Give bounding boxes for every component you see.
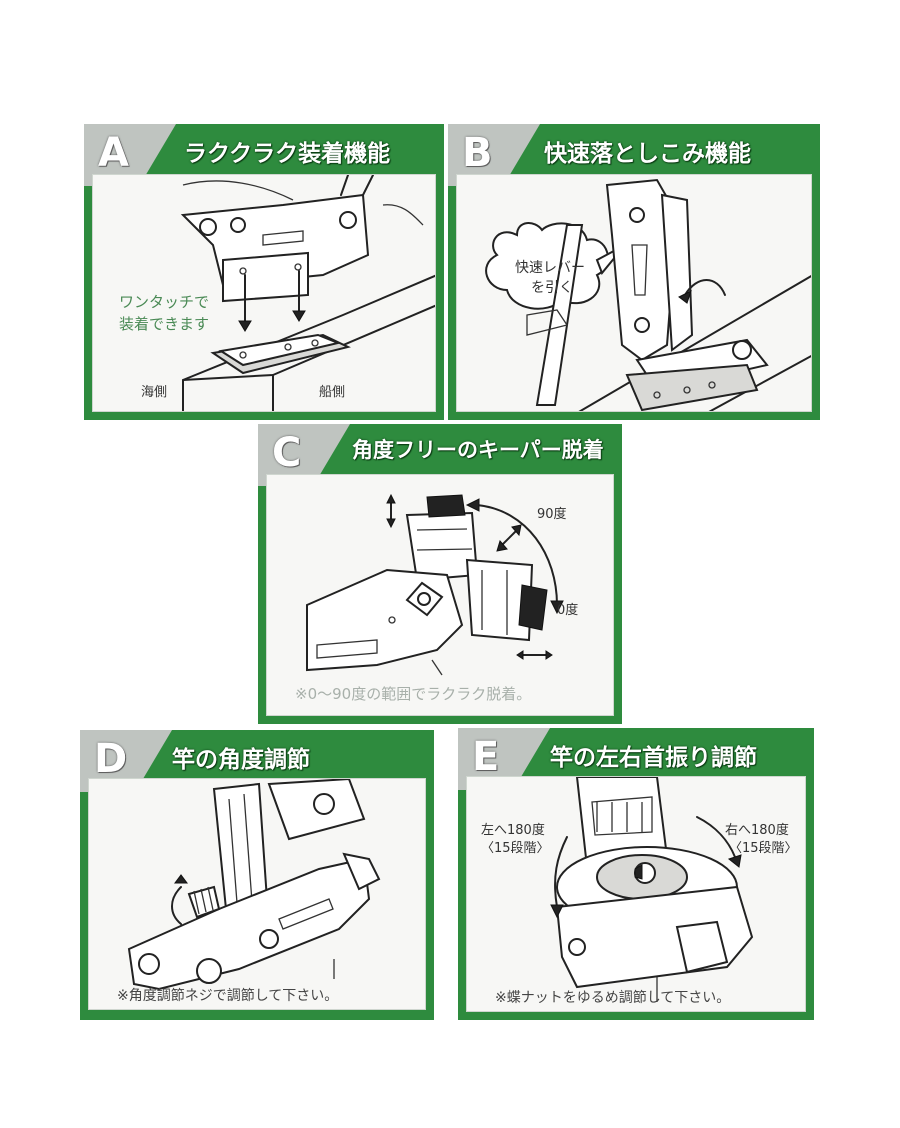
panel-c-title: 角度フリーのキーパー脱着 [352, 438, 604, 462]
panel-e-right-line1: 右へ180度 [725, 823, 789, 838]
panel-a: A ラククラク装着機能 ワンタッチで [84, 124, 444, 420]
panel-e-illustration-area: 左へ180度 〈15段階〉 右へ180度 〈15段階〉 ※蝶ナットをゆるめ調節し… [466, 776, 806, 1012]
panel-e-letter: E [472, 734, 500, 780]
panel-c-label-90: 90度 [537, 507, 567, 522]
panel-a-label-sea: 海側 [141, 385, 168, 400]
panel-b-bubble-line1: 快速レバー [515, 260, 585, 276]
panel-d-note: ※角度調節ネジで調節して下さい。 [117, 988, 339, 1004]
panel-d: D 竿の角度調節 ※角度調節ネジで調節して下さい。 [80, 730, 434, 1020]
panel-d-title: 竿の角度調節 [172, 747, 310, 773]
panel-d-angle-illustration [127, 779, 381, 991]
panel-a-caption-line2: 装着できます [119, 315, 210, 333]
panel-a-title: ラククラク装着機能 [184, 141, 391, 167]
panel-e: E 竿の左右首振り調節 左へ180度 〈15段階〉 右へ180度 [458, 728, 814, 1020]
panel-a-letter: A [98, 130, 129, 176]
panel-e-right-line2: 〈15段階〉 [729, 841, 798, 856]
panel-b-letter: B [462, 130, 493, 176]
panel-d-letter: D [94, 736, 128, 782]
panel-d-illustration-area: ※角度調節ネジで調節して下さい。 [88, 778, 426, 1010]
panel-c-label-0: 0度 [557, 603, 579, 618]
panel-e-left-line2: 〈15段階〉 [481, 841, 550, 856]
panel-b-bubble-line2: を引く [531, 280, 573, 296]
panel-b-holder-illustration [485, 178, 811, 411]
panel-e-left-line1: 左へ180度 [481, 823, 545, 838]
panel-a-illustration-area: ワンタッチで 装着できます 海側 船側 [92, 174, 436, 412]
panel-c-keeper-illustration [306, 493, 564, 676]
panel-b-title: 快速落としこみ機能 [544, 141, 751, 167]
panel-c: C 角度フリーのキーパー脱着 90度 [258, 424, 622, 724]
panel-e-title: 竿の左右首振り調節 [550, 745, 757, 771]
panel-b: B 快速落としこみ機能 快速レバー を引く [448, 124, 820, 420]
panel-e-note: ※蝶ナットをゆるめ調節して下さい。 [495, 990, 731, 1006]
panel-e-swivel-illustration [550, 777, 754, 1002]
panel-b-illustration-area: 快速レバー を引く [456, 174, 812, 412]
panel-c-letter: C [272, 430, 302, 476]
panel-c-illustration-area: 90度 0度 ※0～90度の範囲でラクラク脱着。 [266, 474, 614, 716]
panel-a-label-ship: 船側 [319, 385, 346, 400]
panel-a-holder-illustration [180, 175, 435, 411]
panel-a-caption-line1: ワンタッチで [119, 293, 210, 311]
panel-c-note: ※0～90度の範囲でラクラク脱着。 [295, 685, 532, 703]
